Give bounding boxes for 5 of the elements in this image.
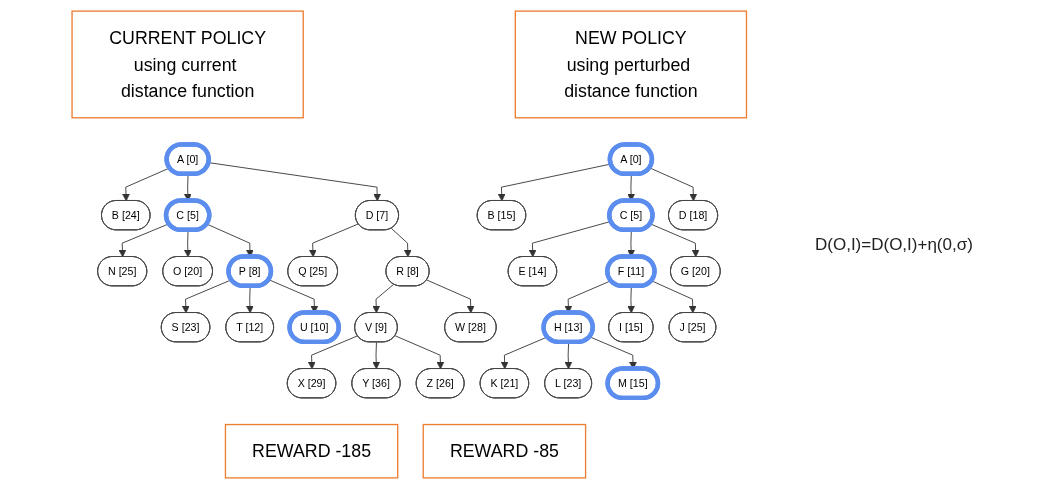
node-box: NEW POLICY using perturbed distance function <box>514 10 748 119</box>
node-box: REWARD -85 <box>422 423 587 479</box>
formula-text: D(O,I)=D(O,I)+η(0,σ) <box>815 234 974 255</box>
node-box: REWARD -185 <box>225 423 399 479</box>
node-box: CURRENT POLICY using current distance function <box>71 10 305 119</box>
